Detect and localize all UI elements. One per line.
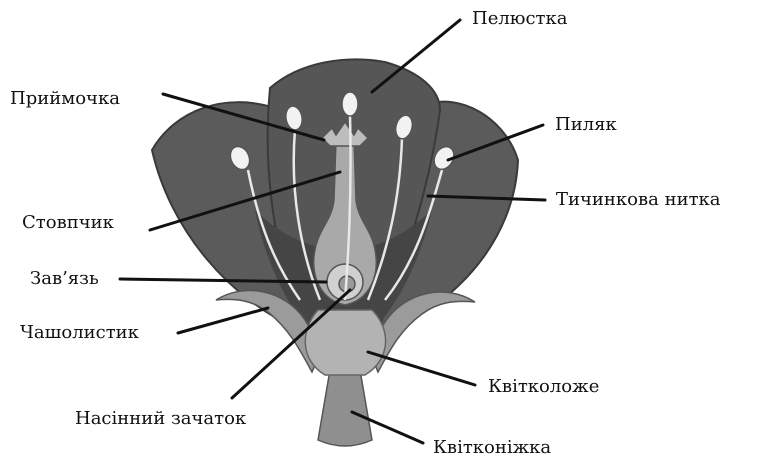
label-filament: Тичинкова нитка	[556, 189, 721, 211]
label-stigma: Приймочка	[10, 88, 120, 110]
label-pedicel: Квітконіжка	[433, 437, 551, 459]
label-petal: Пелюстка	[472, 8, 567, 30]
pedicel-shape	[318, 370, 372, 446]
label-anther: Пиляк	[555, 114, 617, 136]
leader-sepal	[178, 308, 268, 333]
leader-receptacle	[368, 352, 475, 385]
label-ovule: Насінний зачаток	[75, 408, 246, 430]
label-ovary: Зав’язь	[30, 268, 99, 290]
label-style: Стовпчик	[22, 212, 114, 234]
label-sepal: Чашолистик	[20, 322, 139, 344]
label-receptacle: Квітколоже	[488, 376, 599, 398]
anther-3	[342, 92, 358, 116]
